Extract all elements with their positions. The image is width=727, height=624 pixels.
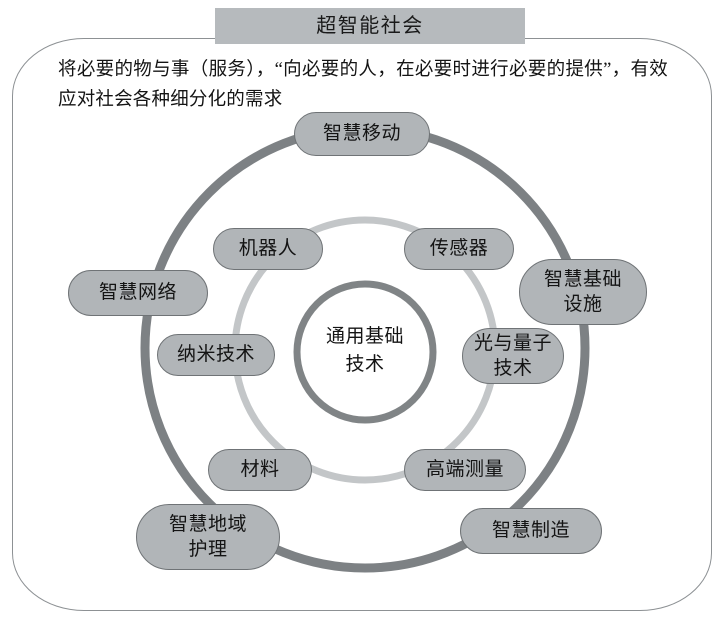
page-title: 超智能社会: [316, 15, 424, 37]
core-label: 通用基础 技术: [325, 326, 404, 375]
node-label: 高端测量: [425, 459, 504, 480]
node-label: 传感器: [429, 238, 489, 259]
node-materials[interactable]: 材料: [208, 449, 312, 491]
node-label: 智慧地域 护理: [168, 514, 247, 560]
node-label: 光与量子 技术: [473, 333, 552, 379]
node-high-end-measurement[interactable]: 高端测量: [404, 449, 526, 491]
title-banner: 超智能社会: [215, 8, 525, 44]
node-sensor[interactable]: 传感器: [404, 228, 514, 270]
node-label: 智慧基础 设施: [543, 269, 622, 315]
node-label: 材料: [240, 459, 280, 480]
node-smart-network[interactable]: 智慧网络: [68, 270, 208, 316]
node-label: 纳米技术: [176, 344, 255, 365]
node-smart-regional-care[interactable]: 智慧地域 护理: [136, 504, 280, 570]
node-label: 机器人: [238, 238, 298, 259]
description-text: 将必要的物与事（服务），“向必要的人，在必要时进行必要的提供”，有效应对社会各种…: [58, 60, 668, 110]
node-label: 智慧网络: [98, 282, 177, 303]
node-nanotech[interactable]: 纳米技术: [157, 334, 275, 376]
node-robot[interactable]: 机器人: [213, 228, 323, 270]
node-smart-infrastructure[interactable]: 智慧基础 设施: [519, 259, 647, 325]
node-label: 智慧制造: [491, 520, 570, 541]
node-smart-manufacturing[interactable]: 智慧制造: [460, 508, 602, 554]
node-smart-mobility[interactable]: 智慧移动: [294, 112, 430, 156]
core-circle: [293, 280, 437, 424]
node-label: 智慧移动: [322, 123, 401, 144]
node-photonics-quantum[interactable]: 光与量子 技术: [462, 328, 564, 384]
